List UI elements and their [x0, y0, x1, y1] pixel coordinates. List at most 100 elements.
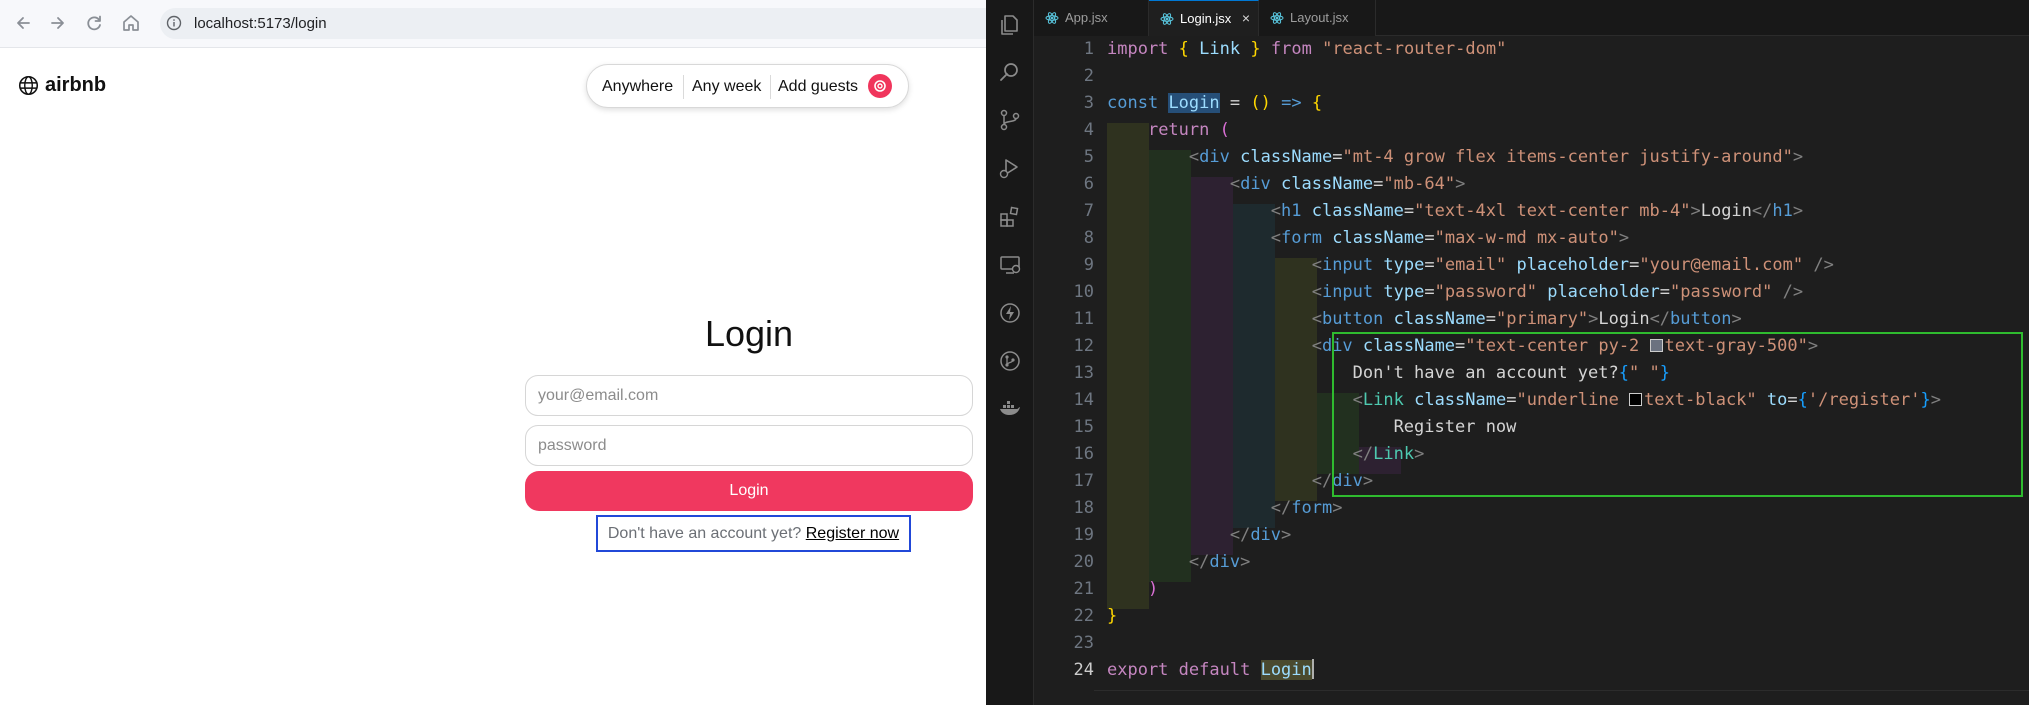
code-highlight-box [1332, 332, 2023, 497]
code-line[interactable]: <form className="max-w-md mx-auto"> [1270, 228, 1630, 248]
line-number: 14 [1073, 390, 1094, 410]
tab-label: Layout.jsx [1290, 10, 1349, 25]
line-number: 3 [1083, 93, 1094, 113]
code-line[interactable]: Don't have an account yet?{" "} [1107, 363, 1670, 383]
line-number: 23 [1073, 633, 1094, 653]
divider [770, 75, 771, 99]
line-number: 6 [1083, 174, 1094, 194]
site-info-icon[interactable] [166, 15, 182, 31]
tab-layout-jsx[interactable]: Layout.jsx [1259, 0, 1376, 36]
line-number: 15 [1073, 417, 1094, 437]
line-number: 18 [1073, 498, 1094, 518]
close-icon[interactable]: × [1241, 10, 1250, 26]
back-arrow-icon[interactable] [12, 12, 34, 34]
lightning-icon[interactable] [997, 300, 1023, 326]
code-line[interactable]: </form> [1270, 498, 1343, 518]
search-button[interactable] [868, 74, 892, 98]
code-line[interactable]: <input type="email" placeholder="your@em… [1311, 255, 1834, 275]
tab-login-jsx[interactable]: Login.jsx × [1149, 0, 1259, 36]
code-line[interactable]: <div className="mb-64"> [1229, 174, 1466, 194]
line-number: 5 [1083, 147, 1094, 167]
search-bar[interactable]: Anywhere Any week Add guests [586, 64, 909, 108]
remote-explorer-icon[interactable] [997, 252, 1023, 278]
globe-icon [18, 75, 39, 96]
line-number: 10 [1073, 282, 1094, 302]
line-number: 20 [1073, 552, 1094, 572]
code-line[interactable]: } [1107, 606, 1118, 626]
react-icon [1270, 11, 1284, 25]
line-number: 19 [1073, 525, 1094, 545]
line-number: 22 [1073, 606, 1094, 626]
airbnb-logo[interactable]: airbnb [18, 74, 106, 97]
source-control-icon[interactable] [997, 107, 1023, 133]
page-title: Login [704, 313, 794, 354]
indent-guide [1359, 447, 1401, 474]
code-line[interactable]: ) [1147, 579, 1159, 599]
line-number: 16 [1073, 444, 1094, 464]
extensions-icon[interactable] [997, 204, 1023, 230]
forward-arrow-icon[interactable] [47, 12, 69, 34]
line-number: 7 [1083, 201, 1094, 221]
indent-guide [1191, 177, 1233, 555]
code-line[interactable]: Register now [1107, 417, 1517, 437]
address-bar[interactable] [160, 8, 986, 39]
search-add-guests[interactable]: Add guests [778, 78, 859, 95]
docker-icon[interactable] [997, 396, 1023, 422]
search-any-week[interactable]: Any week [692, 78, 762, 95]
line-number: 21 [1073, 579, 1094, 599]
explorer-icon[interactable] [997, 12, 1023, 38]
code-line[interactable]: <div className="text-center py-2 text-gr… [1311, 336, 1819, 356]
reload-icon[interactable] [83, 12, 105, 34]
search-anywhere[interactable]: Anywhere [602, 78, 674, 95]
line-number: 8 [1083, 228, 1094, 248]
tab-label: Login.jsx [1180, 11, 1232, 26]
indent-guide [1233, 204, 1275, 528]
password-field[interactable] [525, 425, 973, 466]
tab-app-jsx[interactable]: App.jsx [1034, 0, 1149, 36]
search-icon [874, 80, 886, 92]
line-number: 1 [1083, 39, 1094, 59]
register-prompt: Don't have an account yet? Register now [598, 525, 909, 543]
run-debug-icon[interactable] [997, 155, 1023, 181]
code-line[interactable]: <div className="mt-4 grow flex items-cen… [1188, 147, 1804, 167]
line-number: 9 [1083, 255, 1094, 275]
git-graph-icon[interactable] [997, 348, 1023, 374]
tab-label: App.jsx [1065, 10, 1108, 25]
email-field[interactable] [525, 375, 973, 416]
code-line[interactable]: <input type="password" placeholder="pass… [1311, 282, 1804, 302]
code-line[interactable]: return ( [1147, 120, 1230, 140]
current-line-highlight [1094, 690, 2029, 705]
editor-tabs: App.jsx Login.jsx × Layout.jsx [1034, 0, 2029, 36]
react-icon [1045, 11, 1059, 25]
code-line[interactable]: const Login = () => { [1107, 93, 1323, 113]
react-icon [1160, 12, 1174, 26]
indent-guide [1149, 150, 1191, 582]
code-line[interactable]: </div> [1311, 471, 1374, 491]
indent-guide [1107, 123, 1149, 609]
code-line[interactable]: export default Login [1107, 659, 1314, 680]
line-number: 11 [1073, 309, 1094, 329]
search-icon[interactable] [997, 59, 1023, 85]
register-prompt-text: Don't have an account yet? [607, 525, 802, 542]
indent-guide [1317, 393, 1359, 474]
line-number: 2 [1083, 66, 1094, 86]
code-line[interactable]: </div> [1229, 525, 1292, 545]
code-line[interactable]: <button className="primary">Login</butto… [1311, 309, 1742, 329]
divider [683, 75, 684, 99]
register-link[interactable]: Register now [805, 525, 900, 542]
code-line[interactable]: </Link> [1352, 444, 1425, 464]
code-line[interactable]: <Link className="underline text-black" t… [1352, 390, 1941, 410]
browser-window: localhost:5173/login airbnb Anywhere Any… [0, 0, 986, 705]
home-icon[interactable] [120, 12, 142, 34]
indent-guide [1275, 258, 1317, 501]
browser-toolbar: localhost:5173/login [0, 0, 986, 48]
code-line[interactable]: import { Link } from "react-router-dom" [1107, 39, 1507, 59]
code-line[interactable]: </div> [1188, 552, 1251, 572]
line-number: 24 [1073, 660, 1094, 680]
code-line[interactable]: <h1 className="text-4xl text-center mb-4… [1270, 201, 1804, 221]
login-button[interactable]: Login [525, 471, 973, 511]
address-url[interactable]: localhost:5173/login [194, 15, 327, 32]
line-number: 12 [1073, 336, 1094, 356]
